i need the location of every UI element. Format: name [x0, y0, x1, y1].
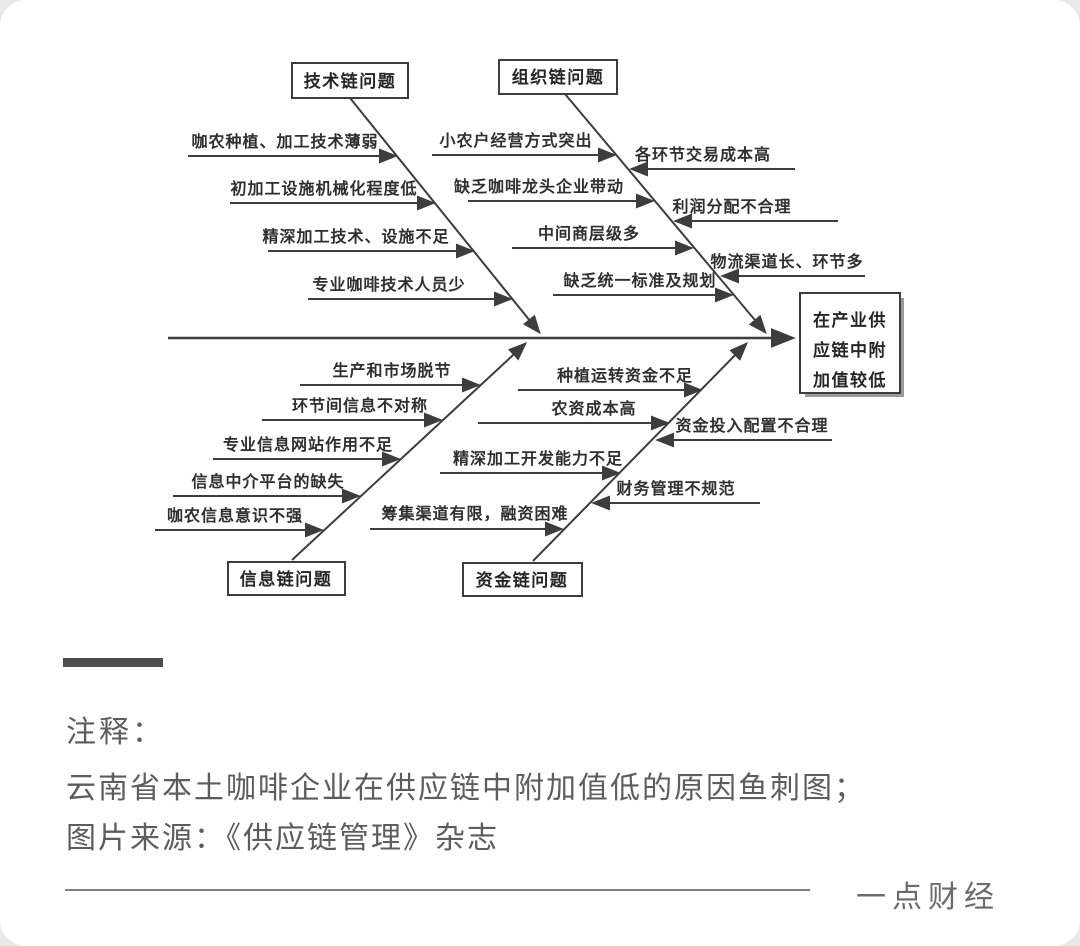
effect-label-line1: 在产业供: [813, 310, 887, 330]
effect-box: [799, 292, 901, 394]
org-branch-causes-left: 小农户经营方式突出 缺乏咖啡龙头企业带动 中间商层级多 缺乏统一标准及规划: [432, 131, 734, 303]
info-diagonal: [291, 342, 528, 561]
cause-label: 咖农信息意识不强: [167, 506, 303, 525]
tech-category-label: 技术链问题: [304, 71, 397, 91]
org-category: 组织链问题: [498, 59, 767, 335]
effect-label-line3: 加值较低: [812, 370, 887, 390]
cause-label: 小农户经营方式突出: [439, 131, 592, 150]
fishbone-diagram: 技术链问题 组织链问题 信息链问题 资金链问题 在产业供 应链中附 加值较低: [155, 59, 904, 597]
note-heading: 注释：: [66, 716, 165, 749]
effect-label-line2: 应链中附: [813, 340, 887, 360]
cause-label: 信息中介平台的缺失: [191, 472, 344, 491]
finance-category: 资金链问题: [462, 341, 748, 597]
note-source-line: 图片来源：《供应链管理》杂志: [66, 822, 499, 855]
info-category-box: [227, 561, 346, 596]
brand-watermark: 一点财经: [856, 881, 1000, 914]
cause-label: 专业咖啡技术人员少: [312, 275, 465, 294]
cause-label: 筹集渠道有限，融资困难: [381, 504, 568, 523]
cause-label: 咖农种植、加工技术薄弱: [191, 132, 378, 151]
effect-box-group: 在产业供 应链中附 加值较低: [799, 292, 904, 397]
cause-label: 专业信息网站作用不足: [223, 435, 393, 454]
cause-label: 精深加工开发能力不足: [453, 449, 623, 468]
org-category-box: [498, 59, 618, 95]
finance-category-label: 资金链问题: [476, 570, 569, 590]
finance-category-box: [462, 562, 583, 597]
cause-label: 精深加工技术、设施不足: [262, 227, 449, 246]
cause-label: 物流渠道长、环节多: [710, 252, 863, 271]
cause-label: 初加工设施机械化程度低: [230, 179, 417, 198]
info-category-label: 信息链问题: [240, 569, 333, 589]
cause-label: 环节间信息不对称: [292, 396, 428, 415]
cause-label: 中间商层级多: [538, 224, 640, 243]
finance-branch-causes-left: 种植运转资金不足 农资成本高 精深加工开发能力不足 筹集渠道有限，融资困难: [370, 366, 703, 537]
cause-label: 缺乏咖啡龙头企业带动: [454, 177, 624, 196]
cause-label: 缺乏统一标准及规划: [563, 271, 716, 290]
info-category: 信息链问题: [227, 342, 528, 596]
cause-label: 生产和市场脱节: [332, 361, 451, 380]
cause-label: 各环节交易成本高: [634, 145, 771, 164]
finance-diagonal: [532, 341, 748, 562]
finance-branch-causes-right: 资金投入配置不合理 财务管理不规范: [591, 416, 832, 511]
org-branch-causes-right: 各环节交易成本高 利润分配不合理 物流渠道长、环节多: [629, 145, 865, 284]
tech-branch-causes: 咖农种植、加工技术薄弱 初加工设施机械化程度低 精深加工技术、设施不足 专业咖啡…: [188, 132, 513, 307]
cause-label: 种植运转资金不足: [556, 366, 693, 385]
cause-label: 利润分配不合理: [672, 197, 791, 216]
section-divider-bar: [63, 658, 163, 667]
tech-category: 技术链问题: [291, 62, 541, 335]
cause-label: 财务管理不规范: [615, 479, 735, 498]
note-caption-line: 云南省本土咖啡企业在供应链中附加值低的原因鱼刺图；: [66, 772, 866, 805]
info-branch-causes: 生产和市场脱节 环节间信息不对称 专业信息网站作用不足 信息中介平台的缺失 咖农…: [155, 361, 481, 538]
cause-label: 农资成本高: [550, 399, 636, 418]
org-category-label: 组织链问题: [512, 67, 605, 87]
footer-divider-line: [65, 889, 810, 891]
cause-label: 资金投入配置不合理: [675, 416, 828, 435]
